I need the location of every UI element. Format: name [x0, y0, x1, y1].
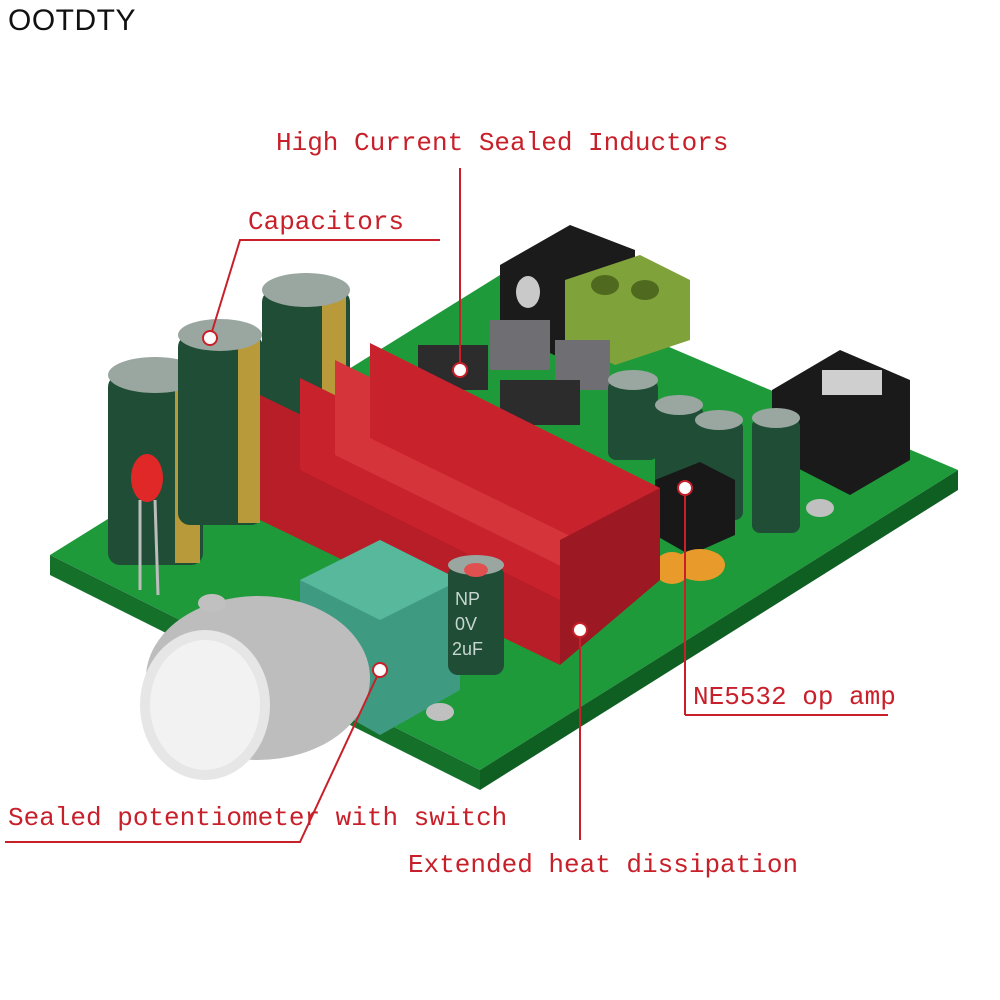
label-heatsink: Extended heat dissipation — [408, 850, 799, 880]
np-capacitor — [448, 555, 504, 675]
opamp-chip — [654, 462, 735, 584]
label-inductors: High Current Sealed Inductors — [276, 128, 729, 158]
label-opamp: NE5532 op amp — [693, 682, 896, 712]
cap-marking-np: NP — [455, 589, 480, 609]
red-led — [131, 454, 163, 596]
leader-capacitors — [209, 239, 440, 339]
label-potentiometer: Sealed potentiometer with switch — [8, 803, 508, 833]
mounting-holes — [198, 499, 834, 721]
audio-jack — [772, 350, 910, 495]
leader-lines — [5, 168, 888, 843]
terminal-block — [565, 255, 690, 365]
leader-potentiometer — [5, 669, 381, 843]
cap-marking-value: 2uF — [452, 639, 483, 659]
brand-watermark: OOTDTY — [8, 4, 136, 37]
cap-marking-voltage: 0V — [455, 614, 477, 634]
leader-markers — [202, 330, 693, 678]
volume-knob — [140, 596, 370, 780]
label-capacitors: Capacitors — [248, 207, 405, 237]
